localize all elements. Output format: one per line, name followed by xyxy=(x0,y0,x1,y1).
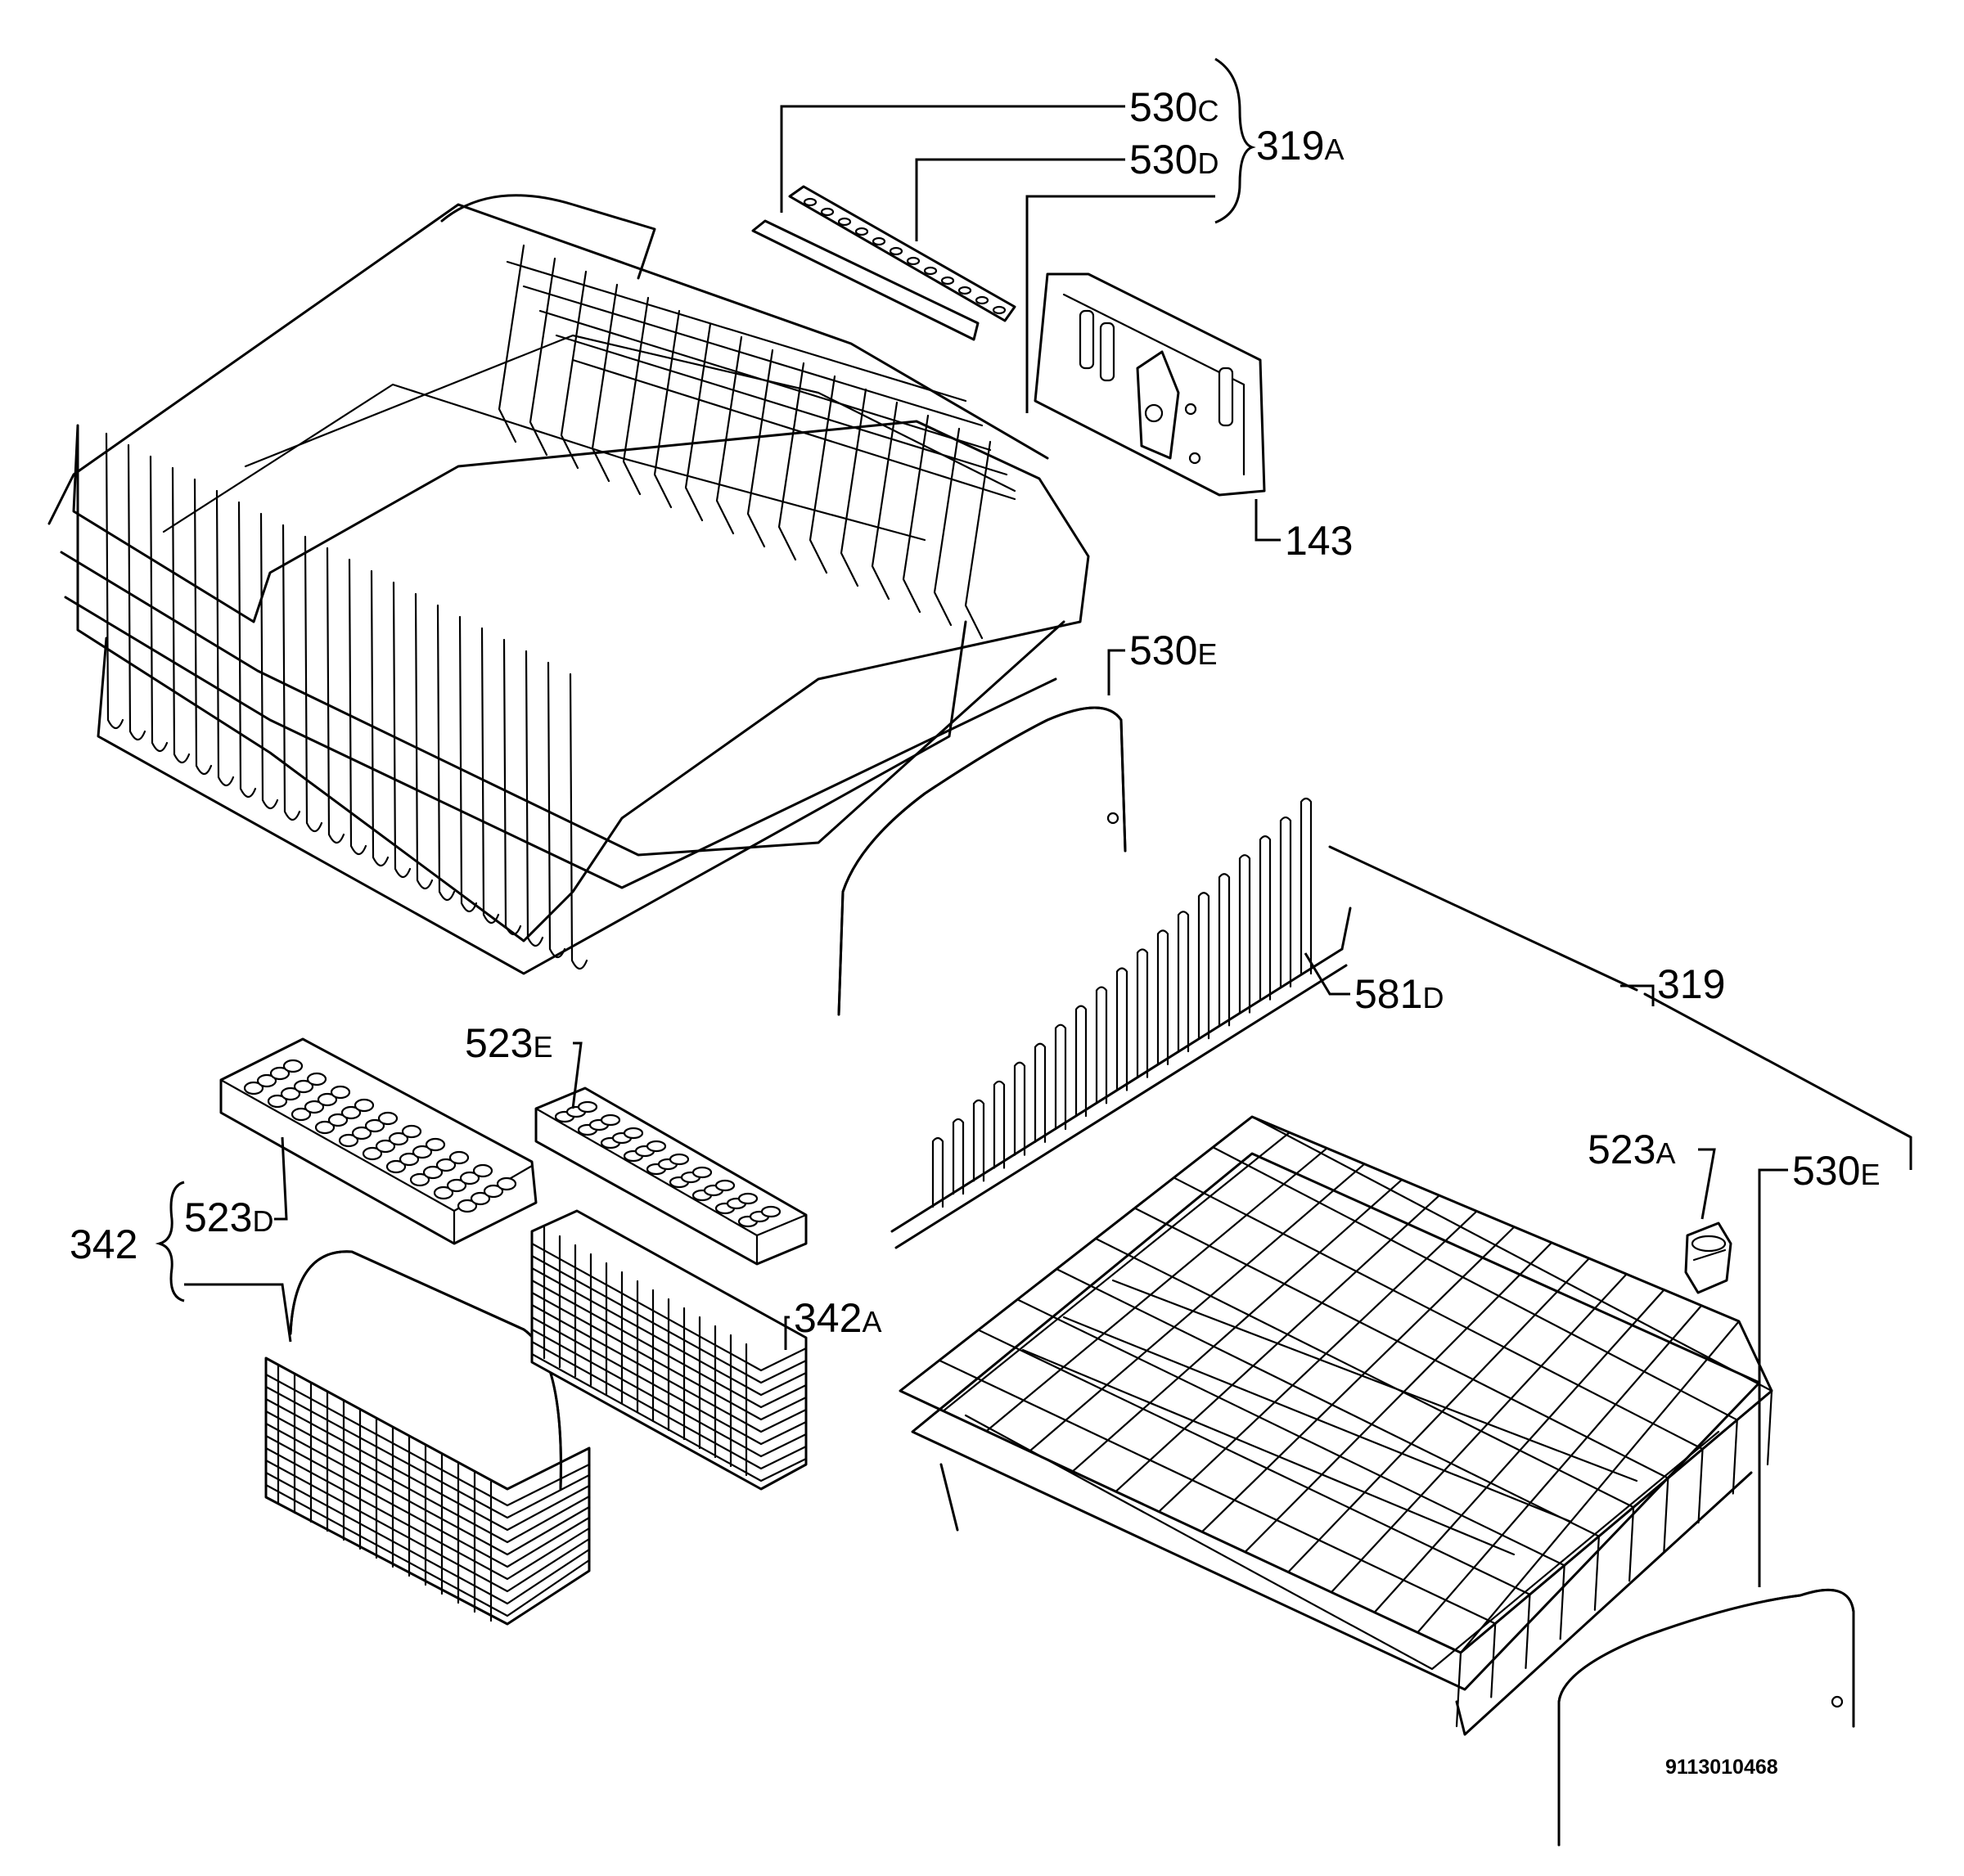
callout-143: 143 xyxy=(1285,518,1353,564)
rail-530c[interactable] xyxy=(751,219,980,341)
callout-319a: 319A xyxy=(1256,123,1344,169)
tine-rack-581d[interactable] xyxy=(890,797,1352,1249)
document-number: 9113010468 xyxy=(1665,1756,1778,1779)
height-adjuster-143[interactable] xyxy=(1034,272,1266,497)
arched-rail-530e-right[interactable] xyxy=(1557,1588,1855,1847)
cutlery-insert-523e[interactable] xyxy=(534,1086,808,1266)
callout-530e-right: 530E xyxy=(1792,1148,1880,1194)
callout-319: 319 xyxy=(1657,961,1725,1007)
cutlery-basket-342a[interactable] xyxy=(530,1209,808,1491)
upper-basket[interactable] xyxy=(47,194,1090,975)
cutlery-basket-342[interactable] xyxy=(264,1250,591,1626)
arched-rail-530e-top[interactable] xyxy=(837,706,1127,1016)
wheel-523a[interactable] xyxy=(1684,1221,1732,1294)
cutlery-insert-523d[interactable] xyxy=(219,1037,538,1245)
callout-523a: 523A xyxy=(1588,1127,1675,1172)
callout-530c: 530C xyxy=(1129,84,1218,130)
callout-342: 342 xyxy=(70,1221,137,1267)
callout-523e: 523E xyxy=(465,1020,552,1066)
callout-labels: 530C 530D 319A 143 530E 581D 319 523E 52… xyxy=(70,84,1880,1779)
callout-581d: 581D xyxy=(1354,971,1444,1017)
rail-530d[interactable] xyxy=(788,185,1016,322)
callout-342a: 342A xyxy=(794,1295,881,1341)
callout-530d: 530D xyxy=(1129,137,1218,182)
leader-lines xyxy=(155,57,1912,1587)
callout-523d: 523D xyxy=(184,1194,273,1240)
lower-basket[interactable] xyxy=(899,1115,1773,1736)
callout-530e-top: 530E xyxy=(1129,628,1217,673)
